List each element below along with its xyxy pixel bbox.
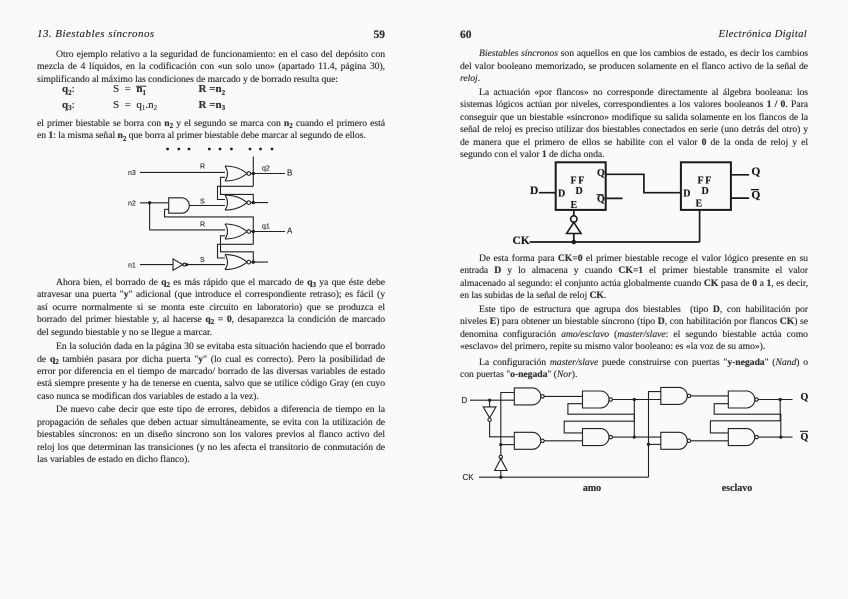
- svg-text:n1: n1: [128, 262, 136, 269]
- svg-text:Q: Q: [801, 432, 809, 443]
- svg-text:D: D: [576, 186, 583, 197]
- svg-text:D: D: [683, 188, 690, 199]
- svg-text:S: S: [200, 257, 205, 264]
- svg-text:D: D: [702, 186, 709, 197]
- svg-text:n2: n2: [128, 201, 136, 208]
- svg-text:Q: Q: [597, 168, 605, 179]
- svg-text:B: B: [287, 168, 292, 177]
- svg-text:A: A: [287, 227, 293, 236]
- svg-text:q1: q1: [262, 224, 270, 231]
- svg-text:FF: FF: [698, 175, 713, 186]
- svg-text:D: D: [462, 396, 468, 405]
- svg-text:Q: Q: [751, 190, 760, 202]
- svg-text:n3: n3: [128, 170, 136, 177]
- svg-text:CK: CK: [513, 235, 530, 247]
- svg-text:S: S: [200, 199, 205, 206]
- svg-text:CK: CK: [463, 473, 475, 482]
- svg-text:D: D: [558, 188, 565, 199]
- svg-text:R: R: [200, 164, 205, 171]
- svg-text:Q: Q: [801, 392, 809, 403]
- svg-text:E: E: [571, 200, 578, 211]
- svg-text:Q: Q: [597, 194, 605, 205]
- svg-text:R: R: [200, 222, 205, 229]
- svg-text:q2: q2: [262, 166, 270, 173]
- svg-text:E: E: [696, 199, 703, 210]
- svg-text:Q: Q: [751, 166, 760, 178]
- svg-text:D: D: [530, 185, 538, 197]
- svg-text:FF: FF: [571, 175, 586, 186]
